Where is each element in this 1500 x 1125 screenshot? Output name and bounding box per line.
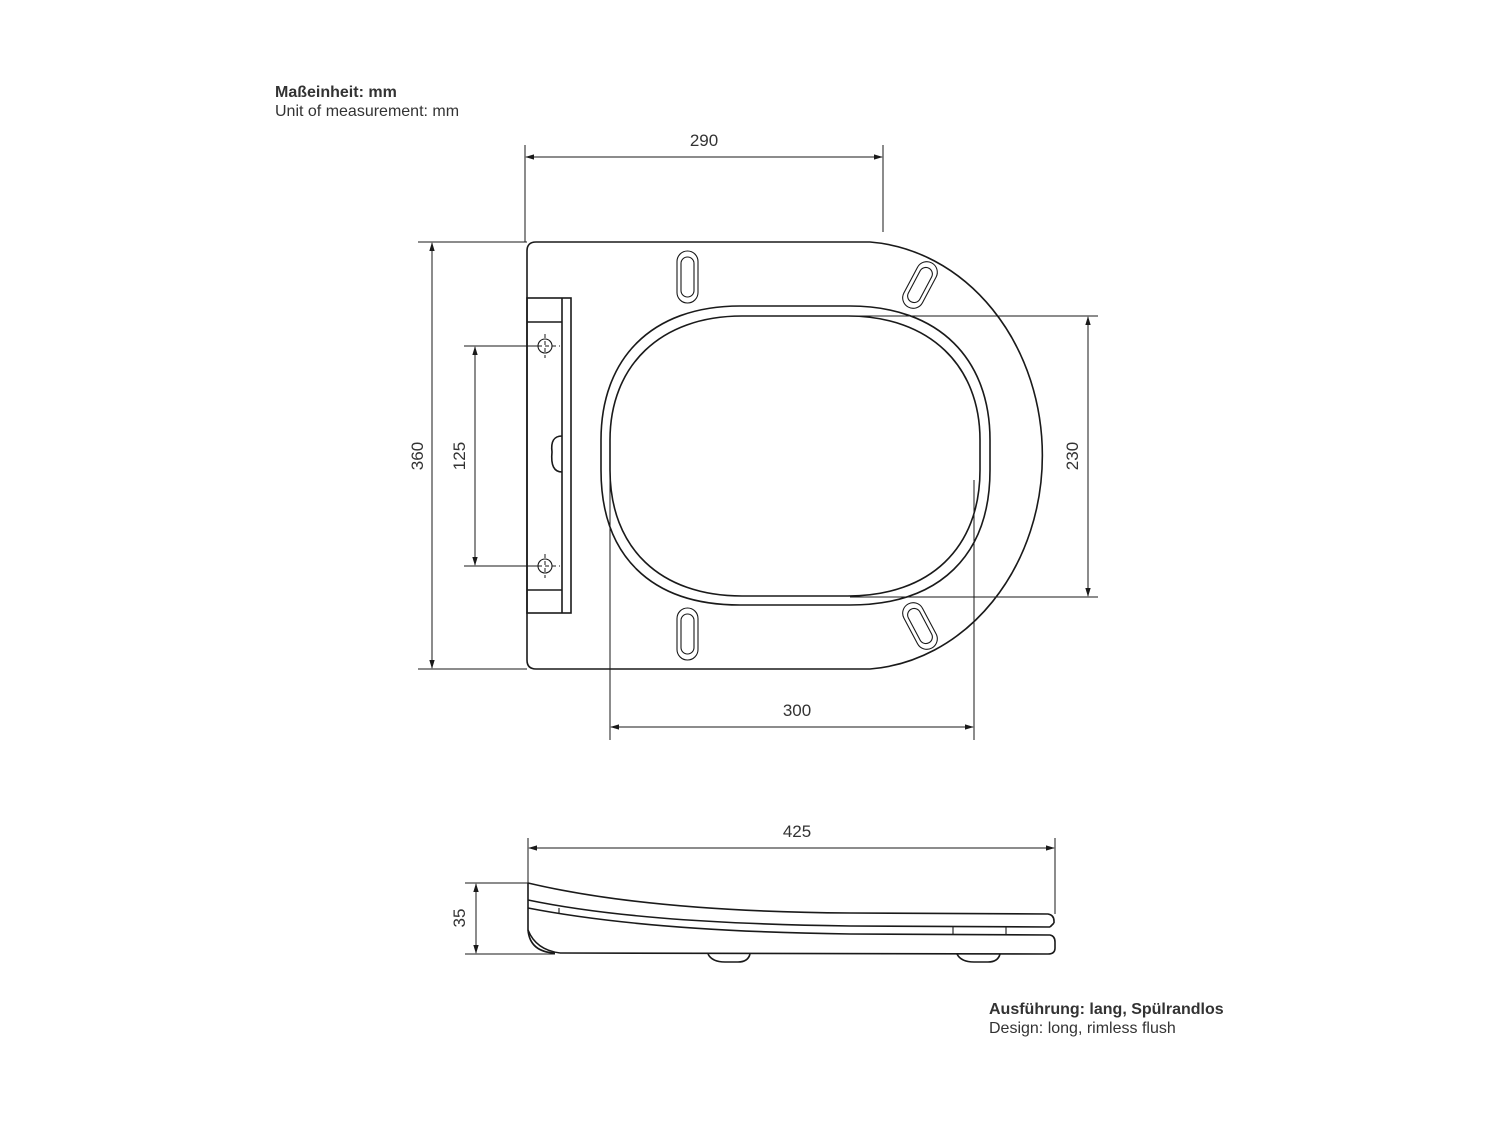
dimension-label: 230	[1063, 442, 1082, 470]
seat-opening-outer	[600, 305, 991, 606]
dimension-label: 360	[408, 442, 427, 470]
hinge-bar	[526, 297, 572, 614]
dimension-label: 290	[690, 131, 718, 150]
dimension-125: 125	[450, 345, 540, 567]
dimension-290: 290	[524, 131, 884, 242]
unit-label-de: Maßeinheit: mm	[275, 84, 397, 101]
bumper-slot-top-right	[902, 261, 938, 309]
dimension-300: 300	[609, 470, 975, 740]
dimension-label: 425	[783, 822, 811, 841]
foot-rear	[956, 953, 1001, 963]
design-label-de: Ausführung: lang, Spülrandlos	[989, 1001, 1224, 1018]
dimension-label: 125	[450, 442, 469, 470]
bumper-slot-top-left	[676, 250, 699, 304]
dimension-230: 230	[850, 315, 1098, 598]
bumper-slot-bottom-left	[676, 607, 699, 661]
bumper-slot-bottom-right	[902, 602, 938, 650]
dimension-label: 300	[783, 701, 811, 720]
foot-front	[707, 953, 751, 963]
design-label-en: Design: long, rimless flush	[989, 1020, 1176, 1037]
lid-top-edge	[527, 882, 1055, 923]
dimension-label: 35	[450, 909, 469, 928]
seat-opening-inner	[609, 315, 981, 597]
dimension-35: 35	[450, 882, 555, 955]
unit-note: Maßeinheit: mm Unit of measurement: mm	[275, 83, 459, 121]
top-view: 290 360 125 230 300	[408, 131, 1098, 740]
seat-outline	[526, 241, 1044, 670]
dimension-425: 425	[527, 822, 1056, 914]
unit-label-en: Unit of measurement: mm	[275, 103, 460, 120]
side-view: 425 35	[450, 822, 1056, 963]
dimension-360: 360	[408, 241, 527, 670]
design-note: Ausführung: lang, Spülrandlos Design: lo…	[989, 1000, 1224, 1038]
